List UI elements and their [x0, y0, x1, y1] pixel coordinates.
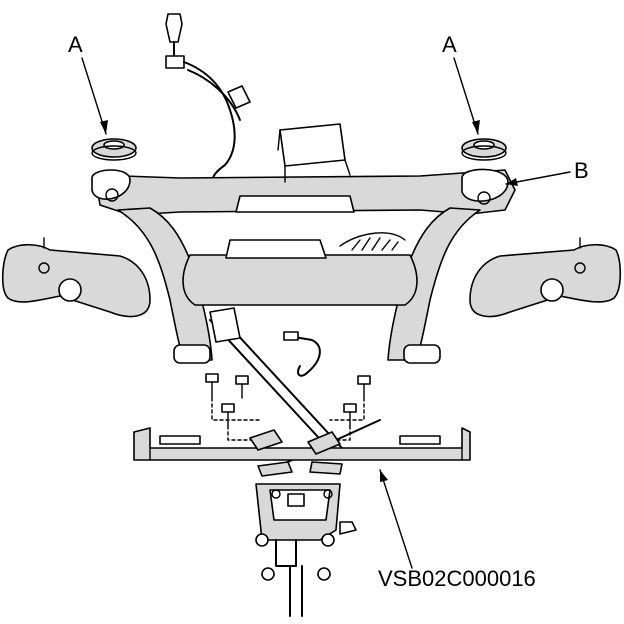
- bolt: [205, 373, 219, 399]
- callout-a-left: A: [68, 32, 83, 57]
- mount-bushing-left: [91, 138, 137, 161]
- callout-a-right: A: [442, 32, 457, 57]
- right-lower-arm: [469, 237, 622, 318]
- bolt: [343, 403, 357, 427]
- subframe-support-fixture: [133, 427, 471, 477]
- bolt: [357, 375, 371, 399]
- wire-harness: [165, 13, 251, 191]
- bolt: [221, 403, 235, 427]
- callout-b: B: [574, 158, 589, 183]
- jack-adapter: [255, 483, 357, 617]
- rear-subframe: [91, 123, 516, 364]
- leader-arrows: [81, 57, 571, 569]
- bolt: [235, 375, 249, 399]
- left-lower-arm: [1, 237, 151, 318]
- figure-code: VSB02C000016: [378, 566, 536, 591]
- mounting-bolts: [205, 373, 371, 441]
- mount-bushing-right: [461, 138, 507, 161]
- hook-wire: [283, 331, 321, 377]
